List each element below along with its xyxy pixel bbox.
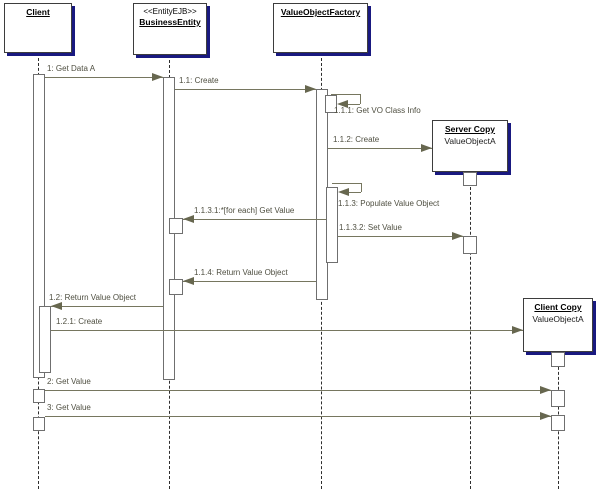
- message-line: [183, 281, 316, 282]
- message-line: [338, 236, 463, 237]
- participant-name: Server Copy: [444, 124, 496, 134]
- self-call-down-line: [360, 94, 361, 104]
- self-call-out-line: [332, 183, 361, 184]
- self-call-down-line: [361, 183, 362, 192]
- arrowhead-right-icon: [421, 144, 432, 152]
- message-line: [175, 89, 316, 90]
- participant-instance: ValueObjectA: [444, 136, 496, 146]
- message-label: 1.1.3: Populate Value Object: [338, 199, 440, 208]
- arrowhead-left-icon: [183, 215, 194, 223]
- message-label: 1.2.1: Create: [56, 317, 103, 326]
- participant-box-client: Client: [4, 3, 72, 53]
- participant-name: Client: [26, 7, 50, 17]
- message-label: 1.1.3.2: Set Value: [339, 223, 403, 232]
- activation-client-copy-create: [551, 352, 565, 367]
- participant-box-client-copy: Client Copy ValueObjectA: [523, 298, 593, 352]
- activation-server-copy-create: [463, 172, 477, 186]
- message-label: 1: Get Data A: [47, 64, 96, 73]
- arrowhead-right-icon: [452, 232, 463, 240]
- self-call-return-line: [341, 192, 361, 193]
- participant-box-value-object-factory: ValueObjectFactory: [273, 3, 368, 53]
- message-label: 1.1.4: Return Value Object: [194, 268, 288, 277]
- activation-client-nested: [39, 306, 51, 373]
- participant-stereotype: <<EntityEJB>>: [143, 7, 197, 16]
- participant-instance: ValueObjectA: [532, 314, 584, 324]
- arrowhead-left-icon: [51, 302, 62, 310]
- message-label: 1.1: Create: [179, 76, 219, 85]
- activation-client-getvalue-1: [33, 389, 45, 403]
- self-call-return-line: [340, 104, 360, 105]
- arrowhead-right-icon: [152, 73, 163, 81]
- arrowhead-right-icon: [512, 326, 523, 334]
- activation-client-copy-getvalue-2: [551, 415, 565, 431]
- arrowhead-right-icon: [305, 85, 316, 93]
- message-line: [51, 330, 523, 331]
- activation-server-copy-setvalue: [463, 236, 477, 254]
- arrowhead-left-icon: [337, 100, 348, 108]
- message-label: 1.1.2: Create: [333, 135, 380, 144]
- self-call-out-line: [331, 94, 360, 95]
- participant-name: Client Copy: [534, 302, 582, 312]
- activation-factory-populate: [326, 187, 338, 263]
- message-line: [45, 416, 551, 417]
- message-label: 1.2: Return Value Object: [49, 293, 137, 302]
- message-label: 3: Get Value: [47, 403, 91, 412]
- activation-business-entity-return: [169, 279, 183, 295]
- activation-factory-getvoclassinfo: [325, 95, 337, 113]
- message-label: 2: Get Value: [47, 377, 91, 386]
- message-line: [45, 77, 163, 78]
- participant-box-business-entity: <<EntityEJB>> BusinessEntity: [133, 3, 207, 55]
- message-label: 1.1.1: Get VO Class Info: [334, 106, 421, 115]
- message-line: [45, 390, 551, 391]
- arrowhead-right-icon: [540, 412, 551, 420]
- arrowhead-left-icon: [338, 188, 349, 196]
- participant-name: BusinessEntity: [139, 17, 201, 27]
- message-line: [183, 219, 326, 220]
- participant-box-server-copy: Server Copy ValueObjectA: [432, 120, 508, 172]
- arrowhead-right-icon: [540, 386, 551, 394]
- message-line: [51, 306, 163, 307]
- participant-name: ValueObjectFactory: [280, 7, 361, 17]
- message-line: [328, 148, 432, 149]
- activation-business-entity-getvalue: [169, 218, 183, 234]
- arrowhead-left-icon: [183, 277, 194, 285]
- message-label: 1.1.3.1:*[for each] Get Value: [194, 206, 295, 215]
- activation-client-getvalue-2: [33, 417, 45, 431]
- activation-client-main: [33, 74, 45, 378]
- activation-client-copy-getvalue-1: [551, 390, 565, 407]
